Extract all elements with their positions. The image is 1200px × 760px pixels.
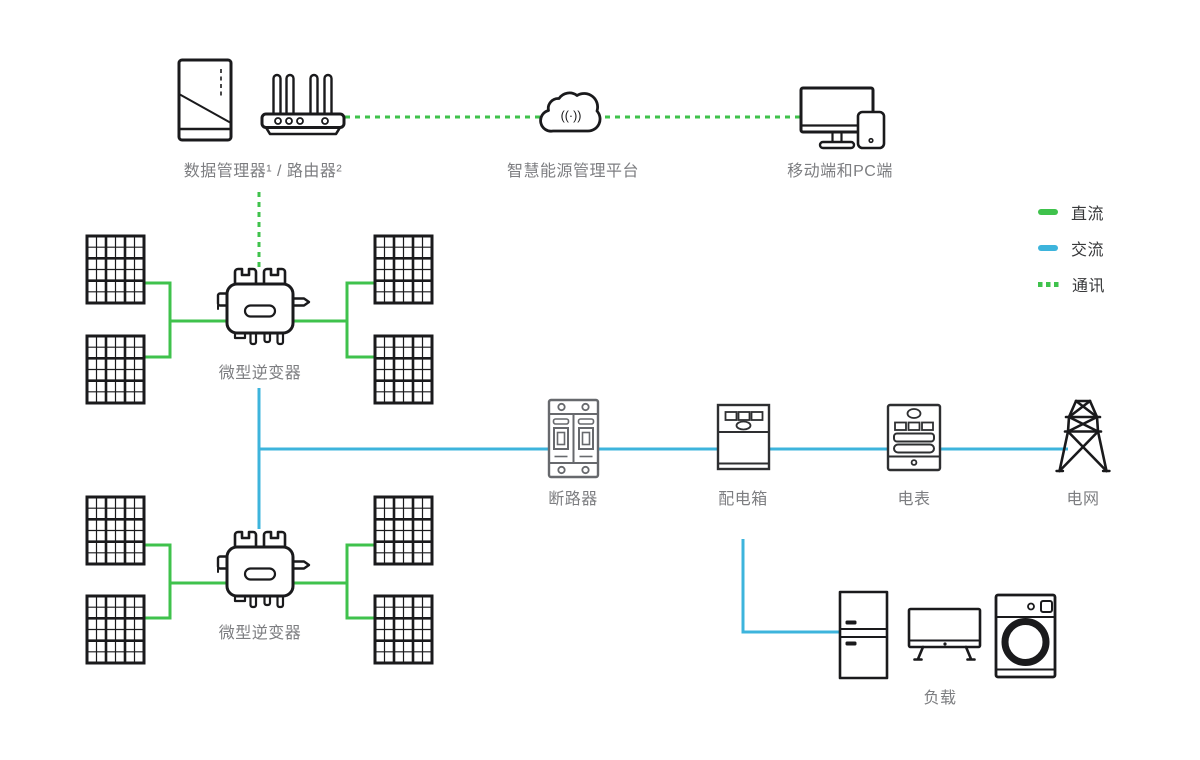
grid-tower-icon xyxy=(1055,399,1111,473)
washing-machine-icon xyxy=(994,593,1057,679)
distribution-box-icon xyxy=(716,403,771,471)
comm-line-swatch xyxy=(1038,281,1059,287)
microinverter-icon xyxy=(216,530,311,609)
solar-panel-icon xyxy=(85,334,146,405)
microinverter-icon xyxy=(216,267,311,346)
breaker-icon xyxy=(547,398,600,479)
fridge-icon xyxy=(838,590,889,680)
platform-label: 智慧能源管理平台 xyxy=(506,163,640,180)
legend: 直流 交流 通讯 xyxy=(1038,202,1105,310)
distribution-box-label: 配电箱 xyxy=(718,491,768,508)
dc-line-bottom-left xyxy=(144,543,228,620)
cloud-icon: ((·)) xyxy=(539,91,602,133)
monitor-phone-icon xyxy=(799,86,886,150)
dc-line-bottom-right xyxy=(292,543,375,620)
microinverter-top-label: 微型逆变器 xyxy=(218,365,302,382)
load-label: 负载 xyxy=(923,690,957,707)
meter-label: 电表 xyxy=(897,491,931,508)
breaker-label: 断路器 xyxy=(548,491,598,508)
solar-panel-icon xyxy=(373,234,434,305)
solar-panel-icon xyxy=(373,594,434,665)
legend-label-ac: 交流 xyxy=(1071,242,1105,259)
legend-label-comm: 通讯 xyxy=(1072,278,1106,295)
data-manager-icon xyxy=(177,58,233,142)
grid-label: 电网 xyxy=(1066,491,1100,508)
legend-item-dc: 直流 xyxy=(1038,202,1105,223)
ac-line-load-branch xyxy=(741,539,841,634)
dc-line-swatch xyxy=(1038,209,1058,215)
solar-panel-icon xyxy=(373,334,434,405)
dc-line-top-left xyxy=(144,281,228,359)
cloud-wifi-icon: ((·)) xyxy=(561,109,582,123)
meter-icon xyxy=(886,403,942,472)
solar-panel-icon xyxy=(85,594,146,665)
ac-line-swatch xyxy=(1038,245,1058,251)
comm-lines xyxy=(257,115,801,268)
solar-panel-icon xyxy=(85,495,146,566)
data-manager-router-label: 数据管理器¹ / 路由器² xyxy=(183,163,343,180)
solar-panel-icon xyxy=(373,495,434,566)
mobile-pc-label: 移动端和PC端 xyxy=(787,163,893,180)
legend-item-comm: 通讯 xyxy=(1038,274,1106,295)
tv-icon xyxy=(907,607,982,661)
dc-line-top-right xyxy=(292,281,375,359)
dc-lines xyxy=(144,281,375,620)
solar-panel-icon xyxy=(85,234,146,305)
microinverter-bottom-label: 微型逆变器 xyxy=(218,625,302,642)
legend-label-dc: 直流 xyxy=(1071,206,1105,223)
router-icon xyxy=(260,73,346,136)
legend-item-ac: 交流 xyxy=(1038,238,1105,259)
